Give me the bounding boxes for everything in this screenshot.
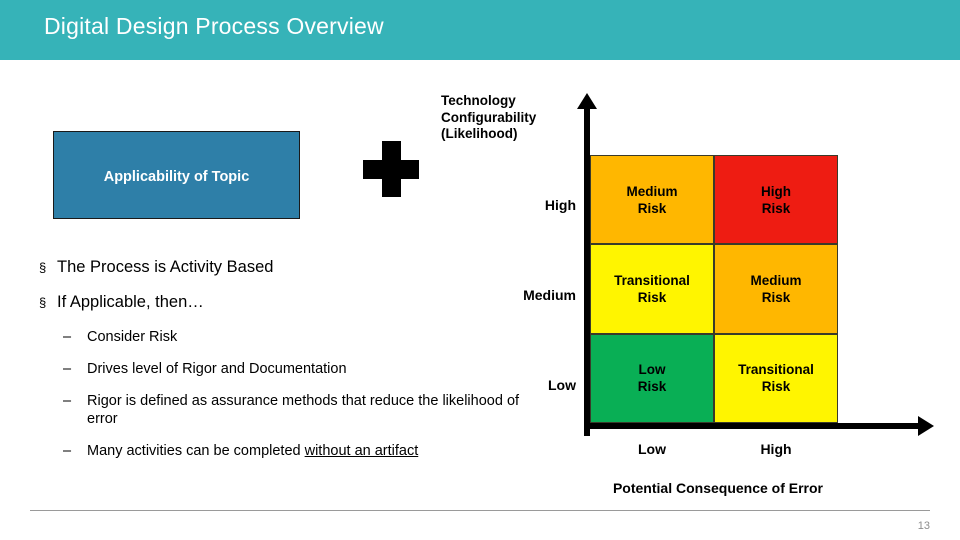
matrix-cell-label-line2: Risk: [637, 200, 667, 216]
list-item-label-prefix: Many activities can be completed: [87, 443, 305, 459]
x-axis-arrow-head-icon: [918, 416, 934, 436]
risk-matrix-grid: Medium Risk High Risk Transitional Risk …: [590, 155, 838, 423]
y-axis-tick-high: High: [544, 197, 576, 213]
matrix-cell-low-high[interactable]: Transitional Risk: [714, 333, 838, 423]
list-item: – Drives level of Rigor and Documentatio…: [36, 360, 536, 378]
y-axis-title-line-1: Technology: [441, 93, 516, 108]
matrix-cell-high-high[interactable]: High Risk: [714, 155, 838, 245]
matrix-cell-label-line2: Risk: [761, 379, 791, 395]
bullet-list: § The Process is Activity Based § If App…: [36, 258, 536, 474]
list-item-label: The Process is Activity Based: [57, 258, 274, 276]
applicability-callout-label: Applicability of Topic: [103, 169, 250, 185]
matrix-cell-label-line2: Risk: [637, 289, 667, 305]
page-number: 13: [917, 520, 930, 532]
applicability-callout-box: Applicability of Topic: [53, 131, 300, 219]
dash-marker-icon: –: [63, 361, 72, 377]
list-item-label: Consider Risk: [87, 329, 178, 345]
matrix-cell-high-low[interactable]: Medium Risk: [590, 155, 714, 245]
bullet-marker-icon: §: [39, 260, 47, 275]
matrix-cell-medium-high[interactable]: Medium Risk: [714, 244, 838, 334]
dash-marker-icon: –: [63, 393, 72, 409]
list-item: – Rigor is defined as assurance methods …: [36, 392, 536, 428]
x-axis-tick-low: Low: [638, 441, 666, 457]
bullet-marker-icon: §: [39, 295, 47, 310]
y-axis-tick-medium: Medium: [523, 287, 576, 303]
y-axis-title: Technology Configurability (Likelihood): [441, 93, 591, 143]
y-axis-line: [584, 106, 590, 436]
y-axis-arrow-head-icon: [577, 93, 597, 109]
x-axis-title: Potential Consequence of Error: [612, 480, 824, 496]
risk-matrix-chart: Technology Configurability (Likelihood) …: [430, 85, 950, 505]
list-item: § If Applicable, then…: [36, 293, 536, 311]
list-item-label: Drives level of Rigor and Documentation: [87, 361, 347, 377]
dash-marker-icon: –: [63, 443, 72, 459]
matrix-cell-label-line1: Medium: [750, 272, 802, 288]
header-banner: [0, 0, 960, 60]
x-axis-line: [584, 423, 922, 429]
matrix-cell-label-line1: Transitional: [614, 272, 690, 288]
y-axis-title-line-2: Configurability: [441, 109, 537, 125]
page-title: Digital Design Process Overview: [44, 13, 384, 39]
dash-marker-icon: –: [63, 329, 72, 345]
matrix-cell-label-line2: Risk: [761, 289, 791, 305]
list-item-label-emphasis: without an artifact: [304, 443, 419, 459]
list-item-label: If Applicable, then…: [57, 293, 204, 311]
x-axis-tick-high: High: [760, 441, 792, 457]
list-item: § The Process is Activity Based: [36, 258, 536, 276]
plus-icon: [363, 141, 419, 197]
y-axis-title-line-3: (Likelihood): [441, 126, 518, 141]
y-axis-tick-low: Low: [548, 377, 576, 393]
list-item: – Consider Risk: [36, 328, 536, 346]
matrix-cell-label-line1: Medium: [626, 183, 678, 199]
list-item: – Many activities can be completed witho…: [36, 442, 536, 460]
matrix-cell-label-line1: High: [761, 183, 791, 199]
matrix-cell-label-line1: Transitional: [738, 362, 814, 378]
matrix-cell-label-line1: Low: [638, 362, 666, 378]
list-item-label: Rigor is defined as assurance methods th…: [87, 393, 520, 427]
plus-icon-vertical-bar: [382, 141, 401, 197]
matrix-cell-medium-low[interactable]: Transitional Risk: [590, 244, 714, 334]
matrix-cell-label-line2: Risk: [761, 200, 791, 216]
footer-divider: [30, 510, 930, 511]
matrix-cell-low-low[interactable]: Low Risk: [590, 333, 714, 423]
matrix-cell-label-line2: Risk: [637, 379, 667, 395]
